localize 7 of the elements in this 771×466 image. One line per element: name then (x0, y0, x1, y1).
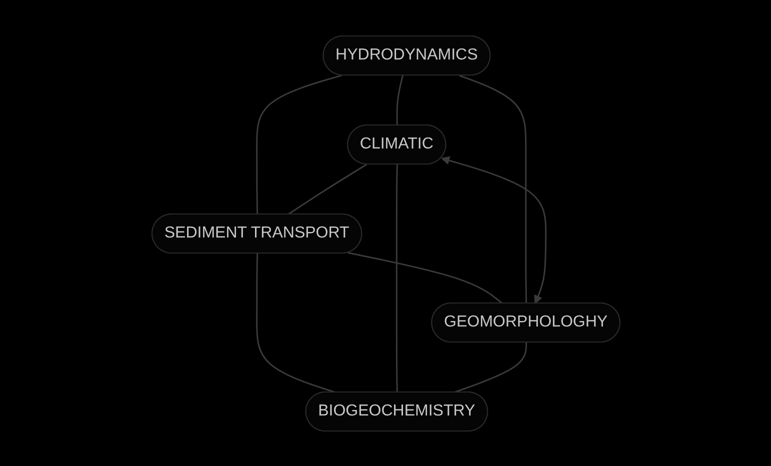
connector (347, 252, 502, 304)
arrow (440, 156, 546, 304)
connector (395, 164, 398, 392)
connector (396, 74, 403, 126)
connector (256, 74, 342, 214)
connector (458, 74, 527, 303)
connector (287, 163, 366, 215)
